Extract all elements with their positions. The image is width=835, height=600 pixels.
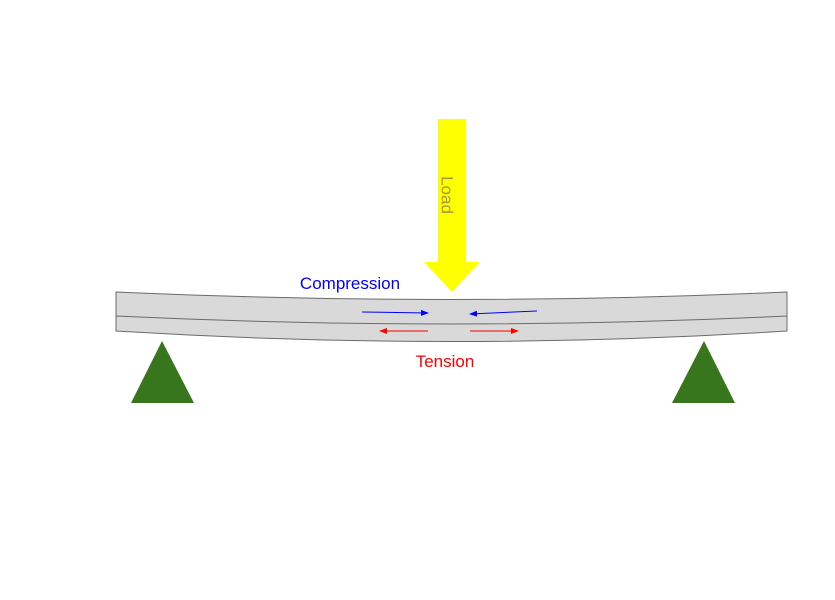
load-label: Load	[438, 176, 457, 214]
beam-neutral-axis	[115, 315, 788, 325]
right-support	[672, 341, 735, 403]
load-arrow	[424, 119, 480, 292]
compression-arrow-left	[361, 309, 429, 316]
compression-label: Compression	[300, 274, 400, 293]
left-support	[131, 341, 194, 403]
compression-arrow-right	[469, 310, 538, 317]
tension-label: Tension	[416, 352, 475, 371]
beam	[115, 291, 788, 342]
